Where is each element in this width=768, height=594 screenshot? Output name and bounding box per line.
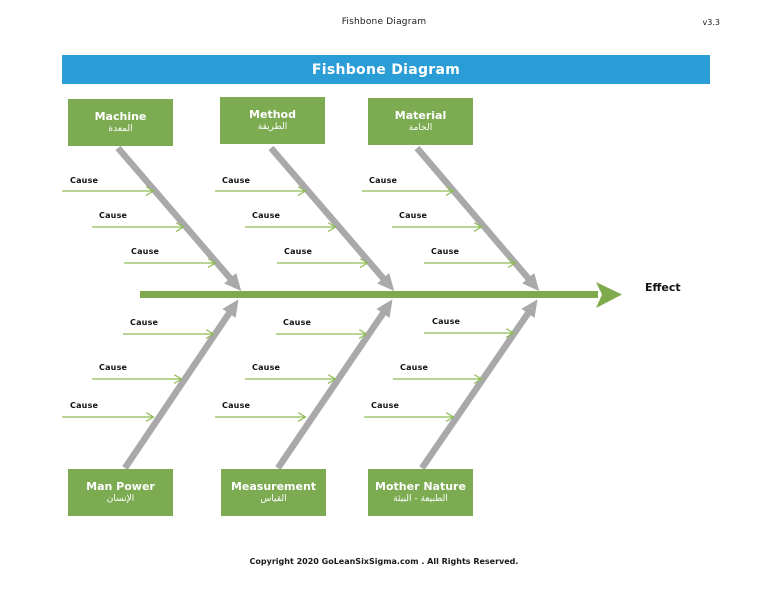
cause-label: Cause	[70, 176, 99, 185]
category-box-mothernature: Mother Nature الطبيعة - البيئة	[368, 469, 473, 516]
cause-label: Cause	[369, 176, 398, 185]
cause-label: Cause	[284, 247, 313, 256]
cause-label: Cause	[70, 401, 99, 410]
category-box-method: Method الطريقة	[220, 97, 325, 144]
copyright-footer: Copyright 2020 GoLeanSixSigma.com . All …	[249, 557, 519, 566]
bone-lines	[115, 145, 540, 470]
category-label-arabic: الإنسان	[106, 493, 135, 504]
spine-line	[140, 291, 598, 298]
cause-label: Cause	[222, 176, 251, 185]
category-box-machine: Machine المعدة	[68, 99, 173, 146]
spine	[140, 282, 622, 308]
document-header-title: Fishbone Diagram	[341, 17, 427, 27]
cause-label: Cause	[99, 363, 128, 372]
banner-title: Fishbone Diagram	[311, 61, 461, 78]
category-box-manpower: Man Power الإنسان	[68, 469, 173, 516]
cause-label: Cause	[283, 318, 312, 327]
effect-label: Effect	[645, 281, 681, 294]
cause-label: Cause	[130, 318, 159, 327]
category-label-arabic: الخامة	[408, 122, 433, 133]
category-label: Mother Nature	[375, 480, 466, 493]
cause-label: Cause	[222, 401, 251, 410]
category-box-material: Material الخامة	[368, 98, 473, 145]
category-label-arabic: المعدة	[108, 123, 133, 134]
bone-mothernature	[419, 299, 538, 470]
cause-label: Cause	[252, 363, 281, 372]
bone-method	[268, 145, 395, 292]
title-banner: Fishbone Diagram	[62, 55, 710, 84]
cause-label: Cause	[399, 211, 428, 220]
cause-label: Cause	[371, 401, 400, 410]
bone-measurement	[275, 299, 393, 470]
cause-label: Cause	[252, 211, 281, 220]
cause-label: Cause	[431, 247, 460, 256]
category-box-measurement: Measurement القياس	[221, 469, 326, 516]
category-label: Measurement	[230, 480, 317, 493]
bone-machine	[115, 145, 242, 292]
bone-material	[414, 145, 540, 292]
category-label: Method	[249, 108, 296, 121]
cause-label: Cause	[99, 211, 128, 220]
cause-label: Cause	[400, 363, 429, 372]
category-label-arabic: القياس	[260, 493, 287, 504]
category-label: Material	[394, 109, 447, 122]
cause-arrows	[62, 191, 515, 417]
category-label: Man Power	[86, 480, 155, 493]
cause-label: Cause	[432, 317, 461, 326]
category-label-arabic: الطبيعة - البيئة	[393, 493, 448, 504]
category-label: Machine	[94, 110, 147, 123]
document-version: v3.3	[702, 18, 720, 27]
bone-manpower	[122, 299, 239, 470]
cause-label: Cause	[131, 247, 160, 256]
spine-arrowhead	[596, 282, 622, 308]
category-label-arabic: الطريقة	[257, 121, 288, 132]
